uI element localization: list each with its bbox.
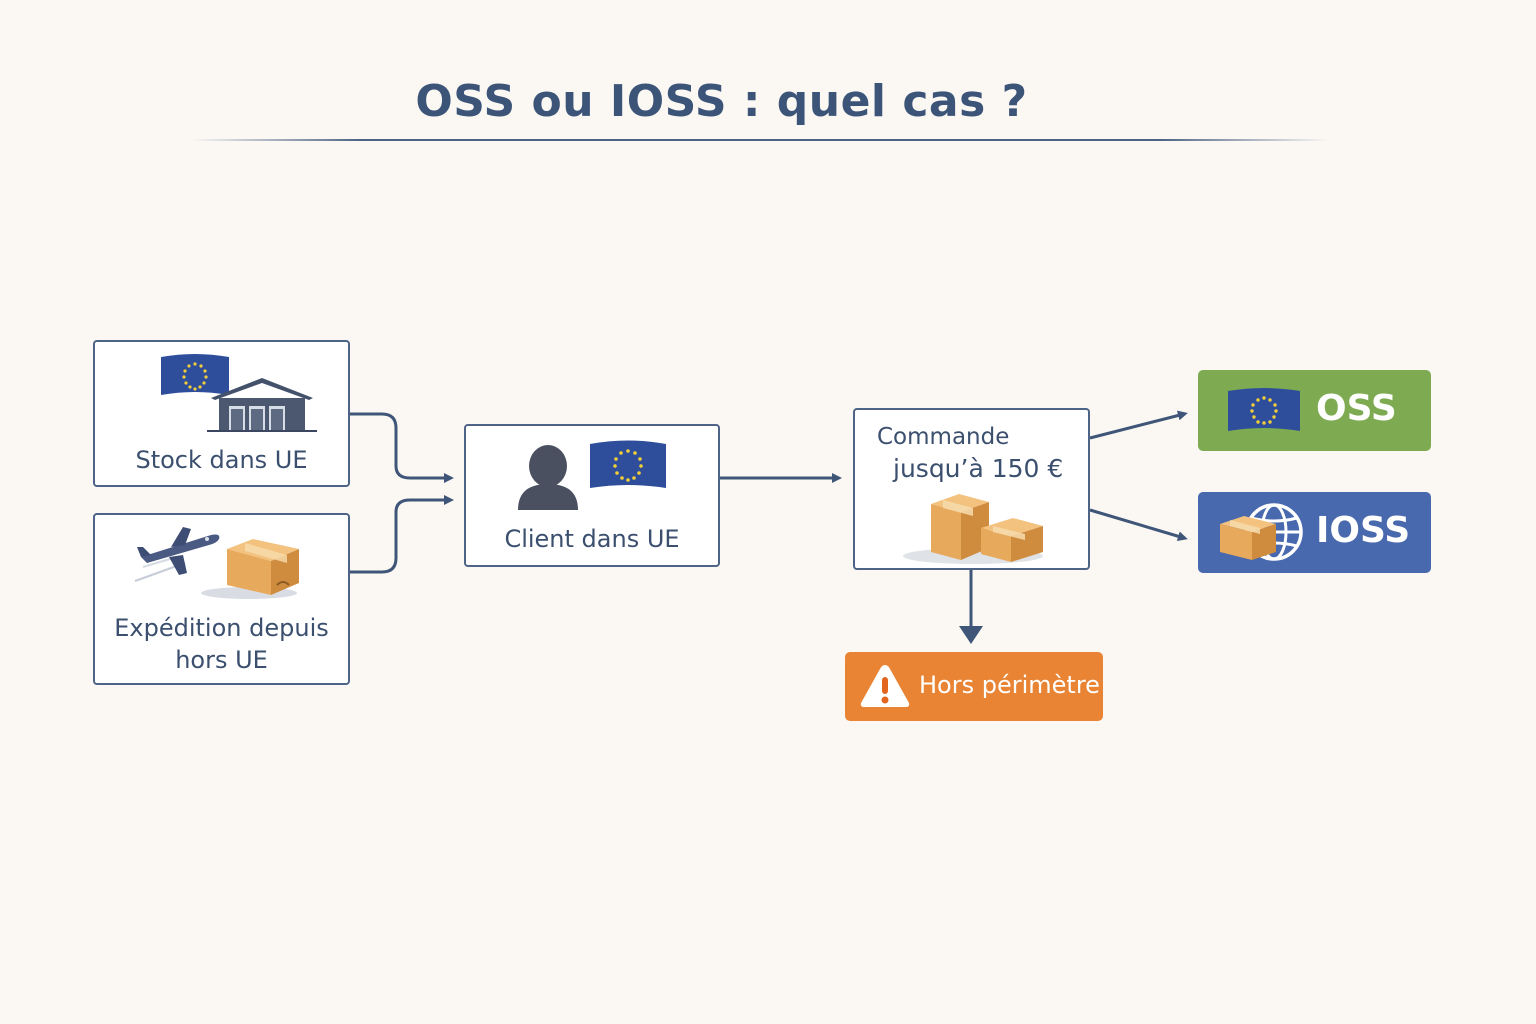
page-title: OSS ou IOSS : quel cas ? bbox=[415, 76, 1028, 127]
node-client-eu: Client dans UE bbox=[464, 424, 720, 567]
parcel-icon bbox=[1220, 516, 1276, 560]
parcels-icon bbox=[903, 494, 1043, 564]
airplane-icon bbox=[134, 527, 220, 582]
node-stock-eu: Stock dans UE bbox=[93, 340, 350, 487]
oss-result-badge: OSS bbox=[1198, 370, 1431, 451]
ioss-result-badge: IOSS bbox=[1198, 492, 1431, 573]
node-order-up-to-150: Commande jusqu’à 150 € bbox=[853, 408, 1090, 570]
title-divider bbox=[190, 139, 1330, 141]
order-label-line1: Commande bbox=[877, 424, 1010, 450]
oss-label: OSS bbox=[1316, 388, 1397, 429]
parcel-icon bbox=[201, 539, 299, 599]
warning-icon bbox=[860, 665, 910, 707]
eu-flag-icon bbox=[590, 440, 666, 488]
out-of-scope-label: Hors périmètre bbox=[919, 671, 1100, 699]
stock-label: Stock dans UE bbox=[135, 446, 308, 474]
order-label-line2: jusqu’à 150 € bbox=[893, 454, 1064, 483]
eu-flag-icon bbox=[1228, 388, 1300, 431]
connector-stock-to-client bbox=[350, 412, 454, 483]
connector-order-to-oss bbox=[1089, 410, 1188, 440]
node-shipping-outside-eu: Expédition depuis hors UE bbox=[93, 513, 350, 685]
shipping-label-line1: Expédition depuis bbox=[114, 614, 329, 642]
ioss-label: IOSS bbox=[1316, 510, 1411, 551]
warehouse-icon bbox=[207, 378, 317, 432]
person-icon bbox=[518, 445, 578, 510]
connector-order-to-ioss bbox=[1089, 508, 1188, 542]
eu-flag-icon bbox=[161, 354, 229, 395]
shipping-label-line2: hors UE bbox=[175, 646, 268, 674]
out-of-scope-badge: Hors périmètre bbox=[845, 652, 1103, 721]
client-label: Client dans UE bbox=[504, 525, 680, 553]
connector-shipping-to-client bbox=[350, 495, 454, 574]
